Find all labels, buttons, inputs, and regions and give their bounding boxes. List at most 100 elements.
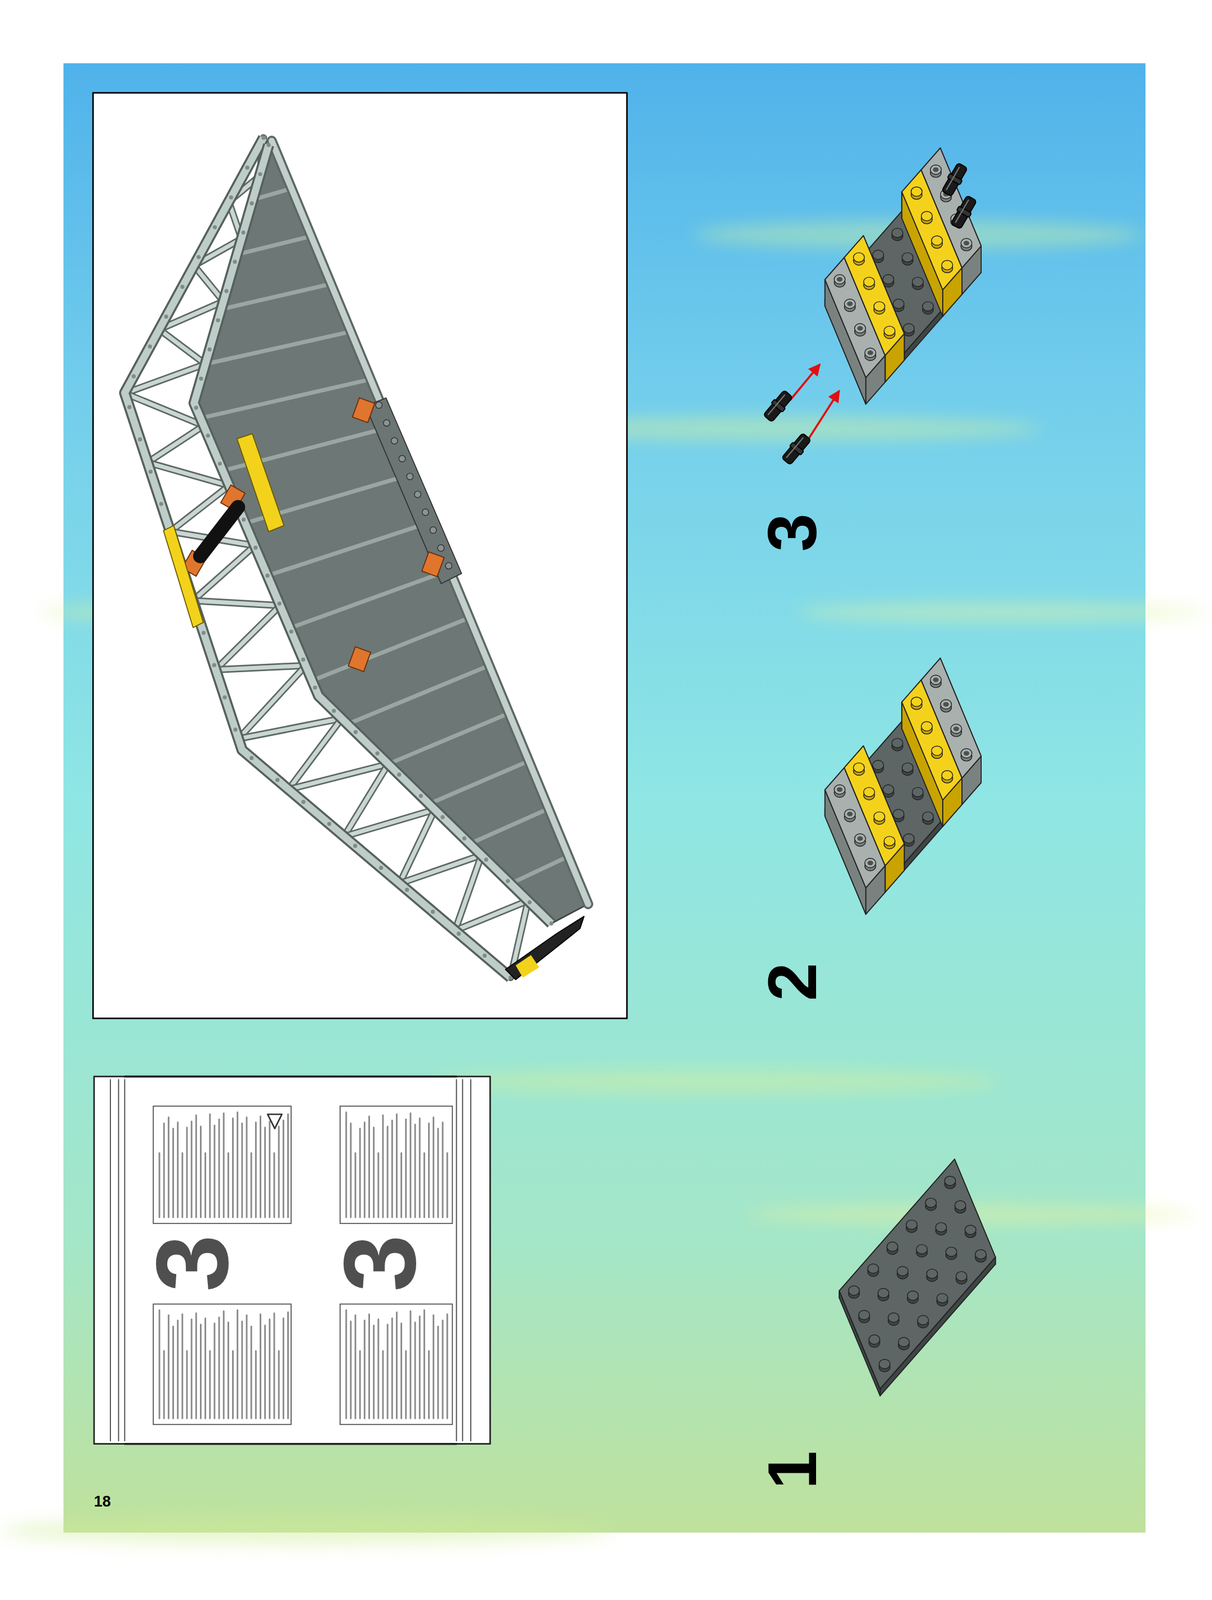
- insert-arrow: [808, 390, 840, 439]
- stud: [941, 771, 953, 781]
- technic-brick-top: [825, 768, 886, 889]
- deck-beam: [510, 856, 569, 884]
- stud: [844, 299, 856, 309]
- bag-number: 3: [328, 1235, 431, 1293]
- deck-beam: [347, 665, 490, 725]
- fine-print: [345, 1112, 347, 1219]
- fine-print: [190, 1320, 193, 1420]
- beam-hole: [241, 517, 246, 522]
- stud: [931, 235, 943, 246]
- stud: [848, 1286, 860, 1296]
- pin-body: [950, 195, 977, 230]
- stud: [945, 1247, 957, 1258]
- art-part: [429, 1070, 1001, 1095]
- beam-hole: [265, 573, 270, 578]
- fine-print: [199, 1325, 202, 1420]
- stud-hole: [933, 677, 939, 683]
- beam-hole: [375, 751, 380, 756]
- fine-print: [377, 1153, 380, 1218]
- bag-outline: [94, 1076, 490, 1445]
- beam-hole: [484, 857, 489, 862]
- fine-print: [372, 1128, 375, 1219]
- beam-hole: [253, 545, 258, 550]
- beam-hole: [137, 437, 142, 442]
- fine-print: [208, 1114, 211, 1218]
- black-pin: [939, 162, 969, 198]
- beam-hole: [289, 629, 294, 634]
- beam-hole: [163, 314, 168, 319]
- beam-hole: [222, 695, 227, 700]
- stud: [902, 252, 914, 263]
- deck-beam: [221, 283, 332, 310]
- stud: [853, 252, 865, 263]
- beam-hole: [313, 685, 318, 690]
- fine-print: [404, 1119, 407, 1218]
- beam-hole: [456, 932, 461, 937]
- step-3-assembly: [762, 148, 982, 467]
- stud: [878, 1289, 890, 1299]
- fine-print: [437, 1129, 439, 1219]
- pin-body: [763, 390, 793, 423]
- beam-hole: [224, 288, 229, 293]
- beam-hole: [261, 135, 266, 140]
- warning-panel: [340, 1106, 453, 1224]
- fine-print: [404, 1351, 407, 1420]
- truss-diagonal: [193, 600, 281, 606]
- step-2-assembly: [825, 658, 982, 915]
- stud: [872, 760, 884, 771]
- beam-hole: [505, 879, 510, 884]
- stud: [893, 299, 905, 309]
- fine-print: [227, 1153, 230, 1218]
- technic-brick-top: [825, 257, 886, 378]
- deck-beam: [469, 808, 549, 844]
- fine-print: [345, 1310, 347, 1419]
- beam-hole: [127, 405, 132, 410]
- truss-diagonal: [147, 425, 204, 463]
- art-part: [63, 63, 1146, 1534]
- beam-hole: [397, 772, 401, 777]
- deck-beam: [205, 331, 351, 365]
- fine-print: [409, 1113, 412, 1218]
- stud: [907, 1291, 919, 1301]
- truss-diagonal: [193, 265, 224, 302]
- stud: [884, 836, 896, 847]
- parts-bag: [94, 1076, 490, 1445]
- fine-print: [428, 1351, 430, 1420]
- fine-print: [414, 1322, 417, 1419]
- fine-print: [409, 1311, 412, 1419]
- fine-print: [250, 1153, 253, 1218]
- fine-print: [273, 1153, 275, 1218]
- beam-hole: [199, 376, 204, 381]
- stud: [398, 455, 406, 463]
- stud: [883, 274, 895, 285]
- stud-hole: [943, 702, 949, 707]
- beam-hole: [301, 800, 306, 805]
- stud: [964, 1225, 977, 1236]
- bridge-end: [505, 916, 585, 980]
- fine-print: [391, 1319, 394, 1420]
- orange-clip: [348, 647, 371, 672]
- fine-print: [246, 1315, 248, 1419]
- stud: [883, 785, 895, 795]
- stud: [892, 228, 904, 238]
- beam-hole: [419, 794, 423, 799]
- truss-chord: [124, 137, 511, 979]
- stud: [844, 809, 856, 820]
- beam-hole: [462, 836, 467, 841]
- page-number: 18: [94, 1494, 111, 1510]
- fine-print: [268, 1121, 271, 1218]
- stud-hole: [963, 241, 970, 246]
- step-1-plate: [839, 1159, 996, 1397]
- stud: [375, 402, 383, 409]
- beam-hole: [277, 601, 282, 606]
- stud: [429, 527, 437, 534]
- fine-print: [386, 1126, 389, 1218]
- fine-print: [218, 1119, 221, 1218]
- fine-print: [195, 1313, 198, 1420]
- stud-hole: [963, 751, 970, 756]
- stud: [936, 1294, 948, 1304]
- deck-beam: [312, 617, 470, 681]
- truss-diagonal: [159, 329, 206, 365]
- fine-print: [446, 1315, 449, 1420]
- stud: [921, 722, 933, 732]
